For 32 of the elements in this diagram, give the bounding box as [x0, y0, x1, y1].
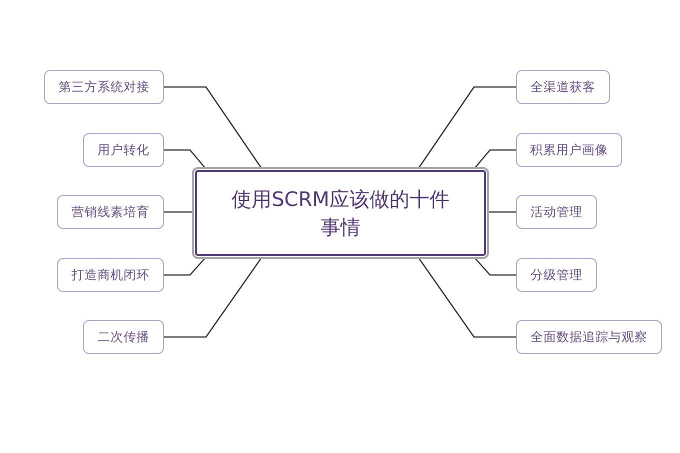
topic-box	[516, 320, 662, 354]
connector-line	[164, 256, 263, 338]
topic-text: 全面数据追踪与观察	[530, 328, 648, 346]
topic-text: 第三方系统对接	[58, 78, 150, 96]
topic-box	[83, 320, 164, 354]
connector-line	[164, 86, 263, 170]
central-topic-text: 使用SCRM应该做的十件事情	[230, 186, 450, 241]
connector-line	[417, 86, 516, 170]
topic-box	[57, 258, 164, 292]
topic-box	[516, 70, 610, 104]
central-topic-box	[192, 167, 489, 259]
connector-line	[164, 149, 206, 170]
topic-box	[516, 133, 622, 167]
topic-box	[516, 258, 597, 292]
topic-box	[57, 195, 164, 229]
connector-line	[474, 149, 516, 170]
topic-text: 全渠道获客	[530, 78, 596, 96]
connector-line	[417, 256, 516, 338]
topic-box	[516, 195, 597, 229]
topic-text: 二次传播	[98, 328, 150, 346]
topic-box	[44, 70, 164, 104]
connector-line	[489, 211, 516, 213]
topic-text: 积累用户画像	[530, 142, 608, 158]
connector-line	[164, 211, 192, 213]
topic-box	[83, 133, 164, 167]
connector-line	[474, 256, 516, 276]
topic-text: 分级管理	[530, 266, 582, 284]
topic-text: 营销线素培育	[72, 204, 150, 220]
topic-text: 打造商机闭环	[72, 266, 150, 284]
connector-line	[164, 256, 206, 276]
topic-text: 用户转化	[98, 142, 150, 158]
topic-text: 活动管理	[530, 204, 582, 220]
